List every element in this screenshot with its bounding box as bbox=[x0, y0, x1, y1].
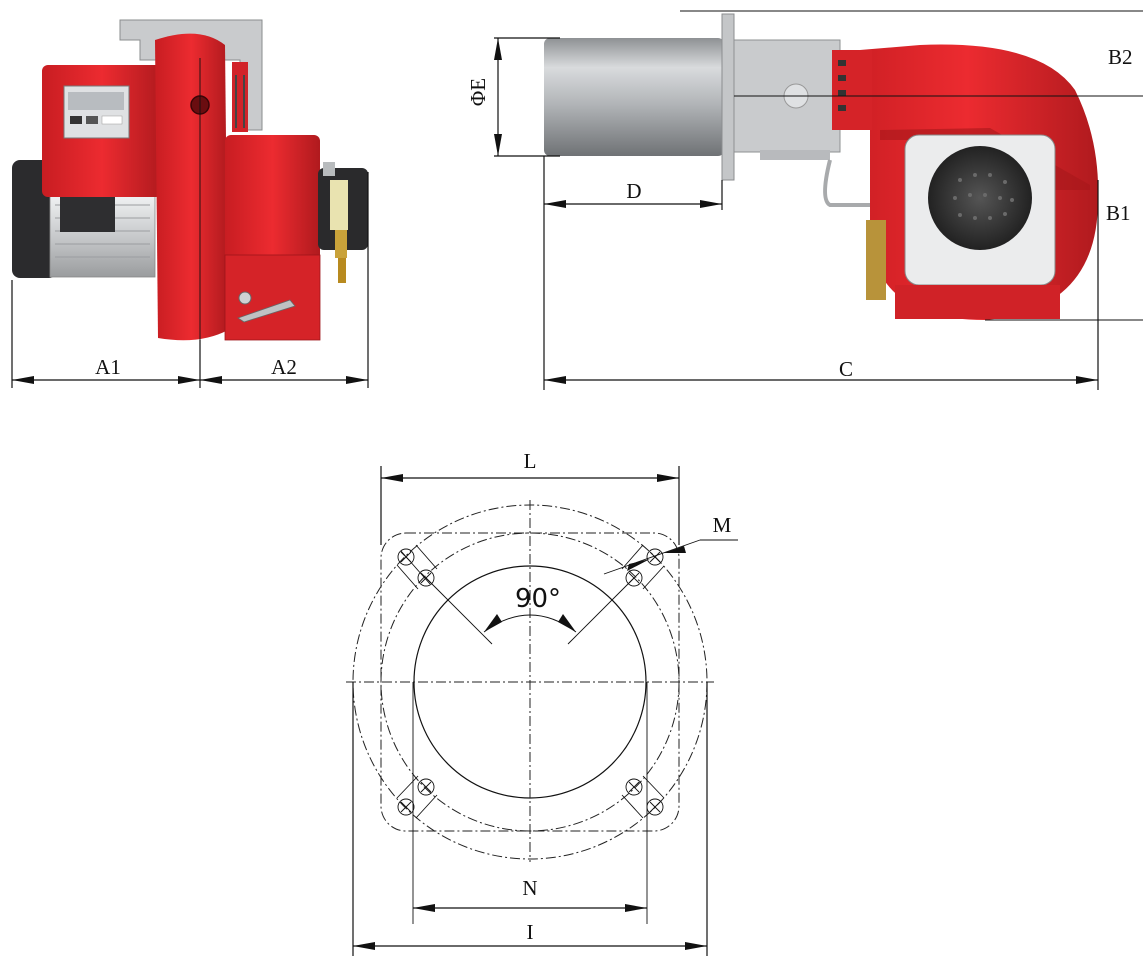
damper-lever bbox=[237, 299, 296, 323]
fan-grille-holes bbox=[953, 173, 1014, 220]
dimension-m: M bbox=[603, 513, 738, 575]
dimension-e: ΦE bbox=[466, 37, 560, 157]
dim-label-d: D bbox=[626, 179, 641, 203]
display-button bbox=[70, 116, 82, 124]
damper-knob bbox=[238, 291, 252, 305]
bolt-slot-top-left bbox=[396, 544, 438, 590]
angle-label: 90° bbox=[515, 584, 561, 614]
housing-base bbox=[895, 285, 1060, 319]
neck-ribs bbox=[760, 150, 830, 160]
fan-housing-front bbox=[155, 33, 228, 341]
side-view: ΦE D C B2 B1 bbox=[466, 10, 1143, 390]
dimension-d: D bbox=[543, 156, 723, 390]
dimension-c: C bbox=[544, 180, 1099, 390]
dim-label-e: ΦE bbox=[466, 78, 490, 106]
gas-valve-train bbox=[318, 162, 368, 283]
display-screen bbox=[68, 92, 124, 110]
dim-label-a1: A1 bbox=[95, 355, 121, 379]
bolt-slot-bottom-right bbox=[621, 775, 665, 819]
front-view: A1 A2 bbox=[11, 19, 369, 388]
side-actuator-pins bbox=[838, 60, 846, 111]
dimension-n: N bbox=[413, 876, 647, 912]
dimension-l: L bbox=[380, 449, 680, 545]
terminal-box bbox=[60, 192, 115, 232]
mounting-flange bbox=[721, 13, 735, 181]
dim-label-m: M bbox=[713, 513, 732, 537]
dim-label-i: I bbox=[527, 920, 534, 944]
dim-label-b2: B2 bbox=[1108, 45, 1133, 69]
flange-view: 90° M L N bbox=[346, 449, 738, 956]
dim-label-a2: A2 bbox=[271, 355, 297, 379]
blast-tube bbox=[544, 38, 724, 156]
dimension-b: B2 B1 bbox=[680, 10, 1143, 321]
dim-label-c: C bbox=[839, 357, 853, 381]
dimension-a: A1 A2 bbox=[11, 172, 369, 388]
dim-label-n: N bbox=[522, 876, 537, 900]
actuator-rods bbox=[232, 62, 248, 132]
dim-label-l: L bbox=[524, 449, 537, 473]
angle-indicator: 90° bbox=[425, 577, 635, 645]
dimension-i: I bbox=[352, 682, 708, 956]
pipe-loop bbox=[823, 159, 870, 207]
fan-grille bbox=[928, 146, 1032, 250]
gas-fittings bbox=[866, 220, 886, 300]
bolt-slot-bottom-left bbox=[396, 775, 438, 819]
display-button bbox=[101, 115, 123, 125]
dim-label-b1: B1 bbox=[1106, 201, 1131, 225]
display-button bbox=[86, 116, 98, 124]
actuator-connectors bbox=[235, 75, 245, 128]
